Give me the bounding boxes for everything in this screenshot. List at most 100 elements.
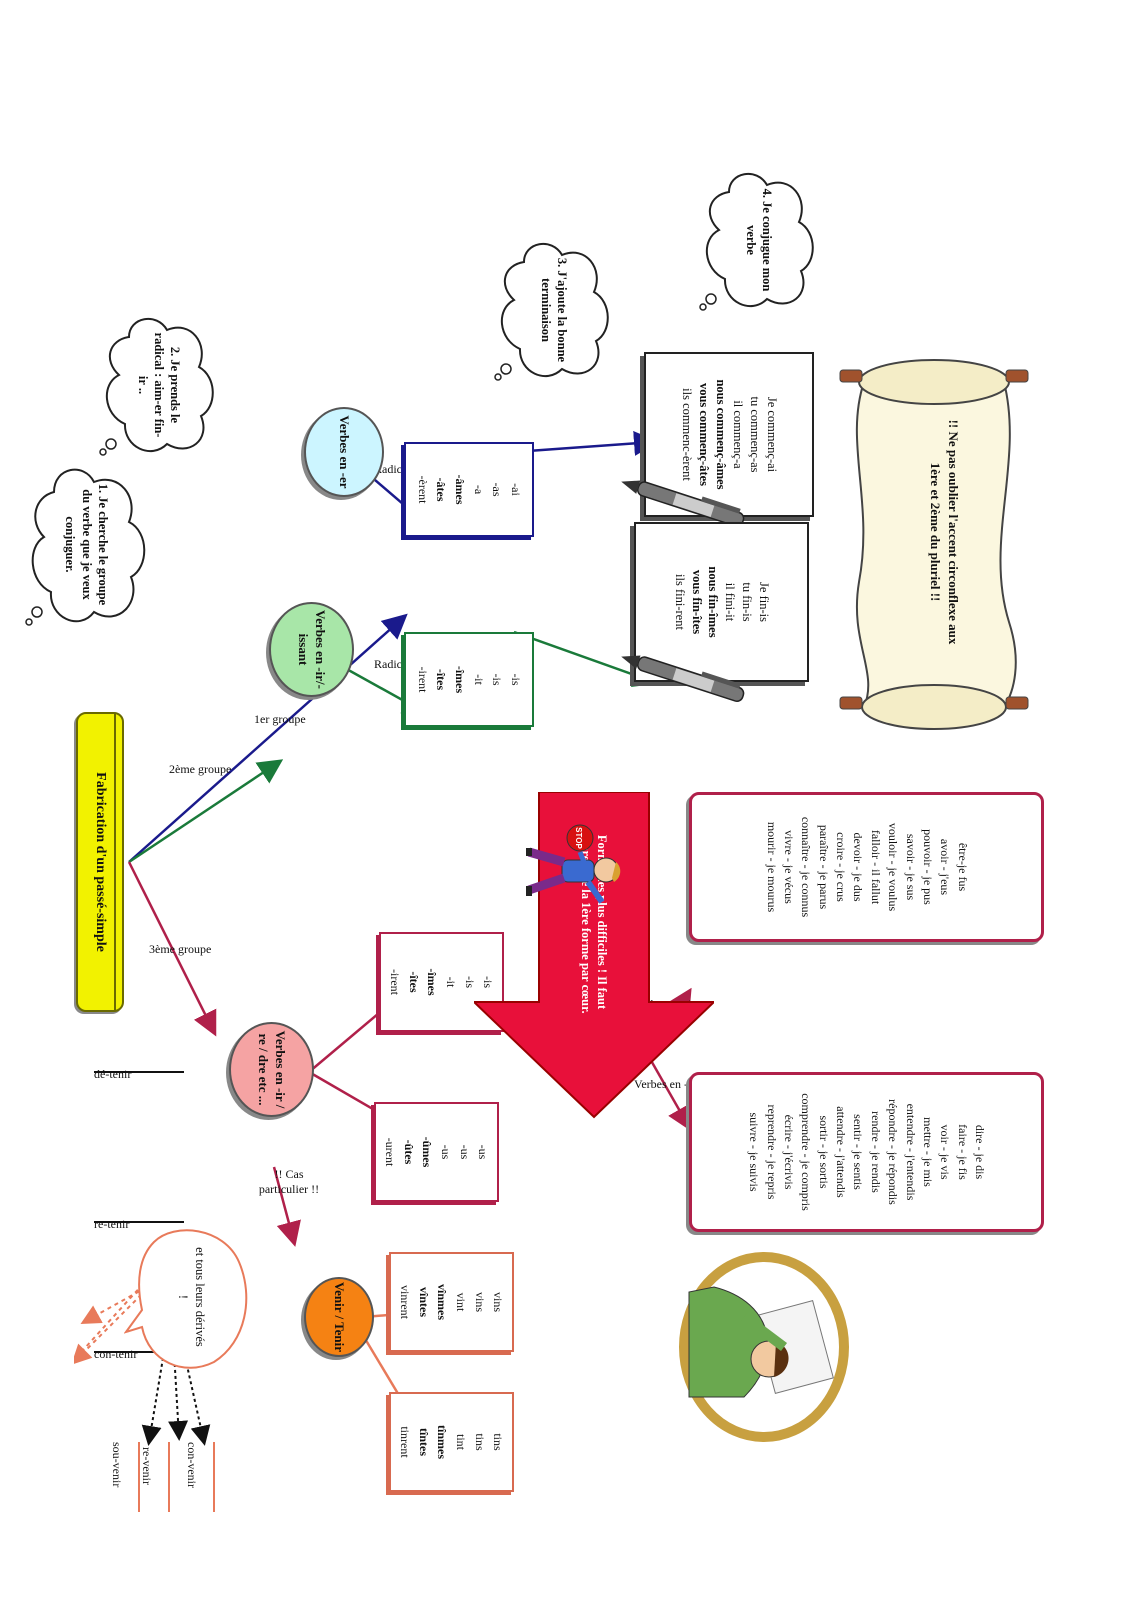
list-u-5: entendre - j'entendis (903, 1103, 918, 1201)
list-u-10: sortir - je sortis (816, 1115, 831, 1189)
cloud-step-4: 4. Je conjugue mon verbe (719, 185, 799, 295)
page-title: Fabrication d'un passé-simple (93, 772, 108, 952)
node-verbes-er: Verbes en -er (304, 407, 384, 497)
node-verbes-ir-label: Verbes en -ir/-issant (296, 610, 328, 689)
connector-er-note (513, 430, 659, 456)
mind-map-canvas: Fabrication d'un passé-simple 1. Je cher… (25, 72, 1054, 1512)
ending-er-6: -èrent (415, 475, 430, 504)
ending-u3-3: -us (439, 1144, 454, 1160)
step-1-text: 1. Je cherche le groupe du verbe que je … (63, 483, 110, 606)
ending-ir-1: -is (508, 673, 523, 686)
stop-sign-text: STOP (574, 827, 583, 849)
list-i-10: connaître - je connus (799, 816, 814, 918)
node-verbes-ir: Verbes en -ir/-issant (269, 602, 354, 697)
list-i-1: être-je fus (955, 842, 970, 892)
ending-ir-4: -îmes (453, 665, 467, 694)
list-i-7: devoir - je dus (851, 832, 866, 902)
step-2-text: 2. Je prends le radical : aim-er fin-ir … (135, 332, 183, 438)
endings-er-box: -ai -as -a -âmes -âtes -èrent (404, 442, 534, 537)
derive-line-2 (74, 1271, 165, 1365)
label-cas-particulier: !! Cas particulier !! (258, 1167, 320, 1196)
ending-er-5: -âtes (434, 477, 449, 502)
endings-ir-box: -is -is -it -îmes -îtes -irent (404, 632, 534, 727)
derive-convenir: con-venir (185, 1442, 199, 1488)
finir-5: vous fin-îtes (689, 569, 704, 635)
tins-4: tînmes (435, 1425, 450, 1459)
cloud-step-2: 2. Je prends le radical : aim-er fin-ir … (119, 330, 199, 440)
step-3-text: 3. J'ajoute la bonne terminaison (539, 257, 570, 363)
stop-person-icon: STOP (526, 824, 621, 904)
list-u-3: voir - je vis (938, 1124, 953, 1180)
list-u-7: rendre - je rendis (868, 1111, 883, 1193)
node-verbes-ir-re-dre: Verbes en -ir / re / dre etc ... (229, 1022, 314, 1117)
ending-u3-2: -us (457, 1144, 472, 1160)
pen-icon-1 (621, 480, 745, 528)
vins-1: vins (491, 1291, 506, 1312)
speech-bubble-text: et tous leurs dérivés ! (176, 1247, 207, 1347)
title-stripe (114, 714, 116, 1010)
derive-line-1 (74, 1271, 155, 1383)
node-verbes-ir-re-dre-label: Verbes en -ir / re / dre etc ... (256, 1030, 288, 1109)
list-u-6: répondre - je répondis (886, 1099, 901, 1205)
list-u-4: mettre - je mis (921, 1117, 936, 1187)
vins-3: vint (454, 1292, 469, 1312)
derive-revenir: re-venir (140, 1447, 154, 1485)
list-i-4: savoir - je sus (903, 833, 918, 901)
pen-icon-2 (621, 655, 745, 703)
cloud-step-3-shape (494, 242, 609, 381)
label-g1: 1er groupe (254, 712, 306, 726)
list-i-6: falloir - il fallut (868, 829, 883, 905)
ending-i3-3: -it (444, 976, 459, 988)
list-i-3: pouvoir - je pus (921, 829, 936, 905)
list-verbes-en-i: être-je fus avoir - j'eus pouvoir - je p… (689, 792, 1044, 942)
ending-u3-6: -urent (383, 1137, 398, 1167)
speech-bubble: et tous leurs dérivés ! (154, 1247, 229, 1347)
list-i-11: vivre - je vécus (781, 830, 796, 904)
ending-i3-5: -îtes (406, 971, 421, 993)
vins-6: vinrent (398, 1285, 413, 1319)
cloud-step-3: 3. J'ajoute la bonne terminaison (514, 255, 594, 365)
commencer-3: il commenç-a (730, 400, 745, 469)
tins-3: tint (454, 1433, 469, 1450)
vins-2: vins (472, 1291, 487, 1312)
tins-6: tinrent (398, 1426, 413, 1458)
connector-g1 (128, 613, 408, 863)
list-verbes-en-u: dire - je dis faire - je fis voir - je v… (689, 1072, 1044, 1232)
scroll-message-text: !! Ne pas oublier l'accent circonflexe a… (928, 419, 961, 645)
commencer-1: Je commenç-ai (764, 396, 779, 473)
connector-g3 (127, 861, 217, 1037)
list-u-9: attendre - j'attendis (834, 1106, 849, 1198)
tins-box: tins tins tint tînmes tîntes tinrent (389, 1392, 514, 1492)
vins-5: vîntes (416, 1287, 431, 1317)
list-i-12: mourir - je mourus (764, 821, 779, 913)
ending-i3-6: -irent (388, 969, 403, 995)
finir-1: Je fin-is (757, 582, 772, 622)
cloud-step-1: 1. Je cherche le groupe du verbe que je … (44, 482, 129, 607)
list-u-12: écrire - j'écrivis (781, 1114, 796, 1190)
cloud-step-4-shape (699, 172, 814, 311)
speech-bubble-shape (124, 1229, 248, 1369)
list-u-8: sentir - je sentis (851, 1114, 866, 1190)
ending-er-1: -ai (508, 483, 523, 496)
ending-ir-2: -is (490, 673, 505, 686)
ending-er-2: -as (490, 482, 505, 497)
ending-er-4: -âmes (453, 474, 467, 505)
label-g2: 2ème groupe (169, 762, 232, 776)
step-4-text: 4. Je conjugue mon verbe (744, 188, 775, 292)
list-u-14: suivre - je suivis (747, 1112, 762, 1192)
vins-box: vins vins vint vînmes vîntes vinrent (389, 1252, 514, 1352)
finir-6: ils fini-rent (672, 574, 687, 630)
derive-contenir: con-tenir (94, 1347, 138, 1361)
finir-2: tu fin-is (740, 582, 755, 622)
ending-ir-3: -it (471, 674, 486, 685)
connector-arrow-u (647, 1056, 692, 1132)
node-verbes-er-label: Verbes en -er (337, 415, 353, 489)
commencer-2: tu commenç-as (747, 396, 762, 473)
list-u-1: dire - je dis (973, 1124, 988, 1180)
ending-ir-5: -îtes (434, 668, 449, 691)
connector-g2 (128, 759, 284, 864)
list-i-8: croire - je crus (834, 832, 849, 902)
derive-detenir: dé-tenir (94, 1067, 132, 1081)
tins-1: tins (491, 1433, 506, 1451)
ending-i3-4: -îmes (425, 968, 440, 996)
